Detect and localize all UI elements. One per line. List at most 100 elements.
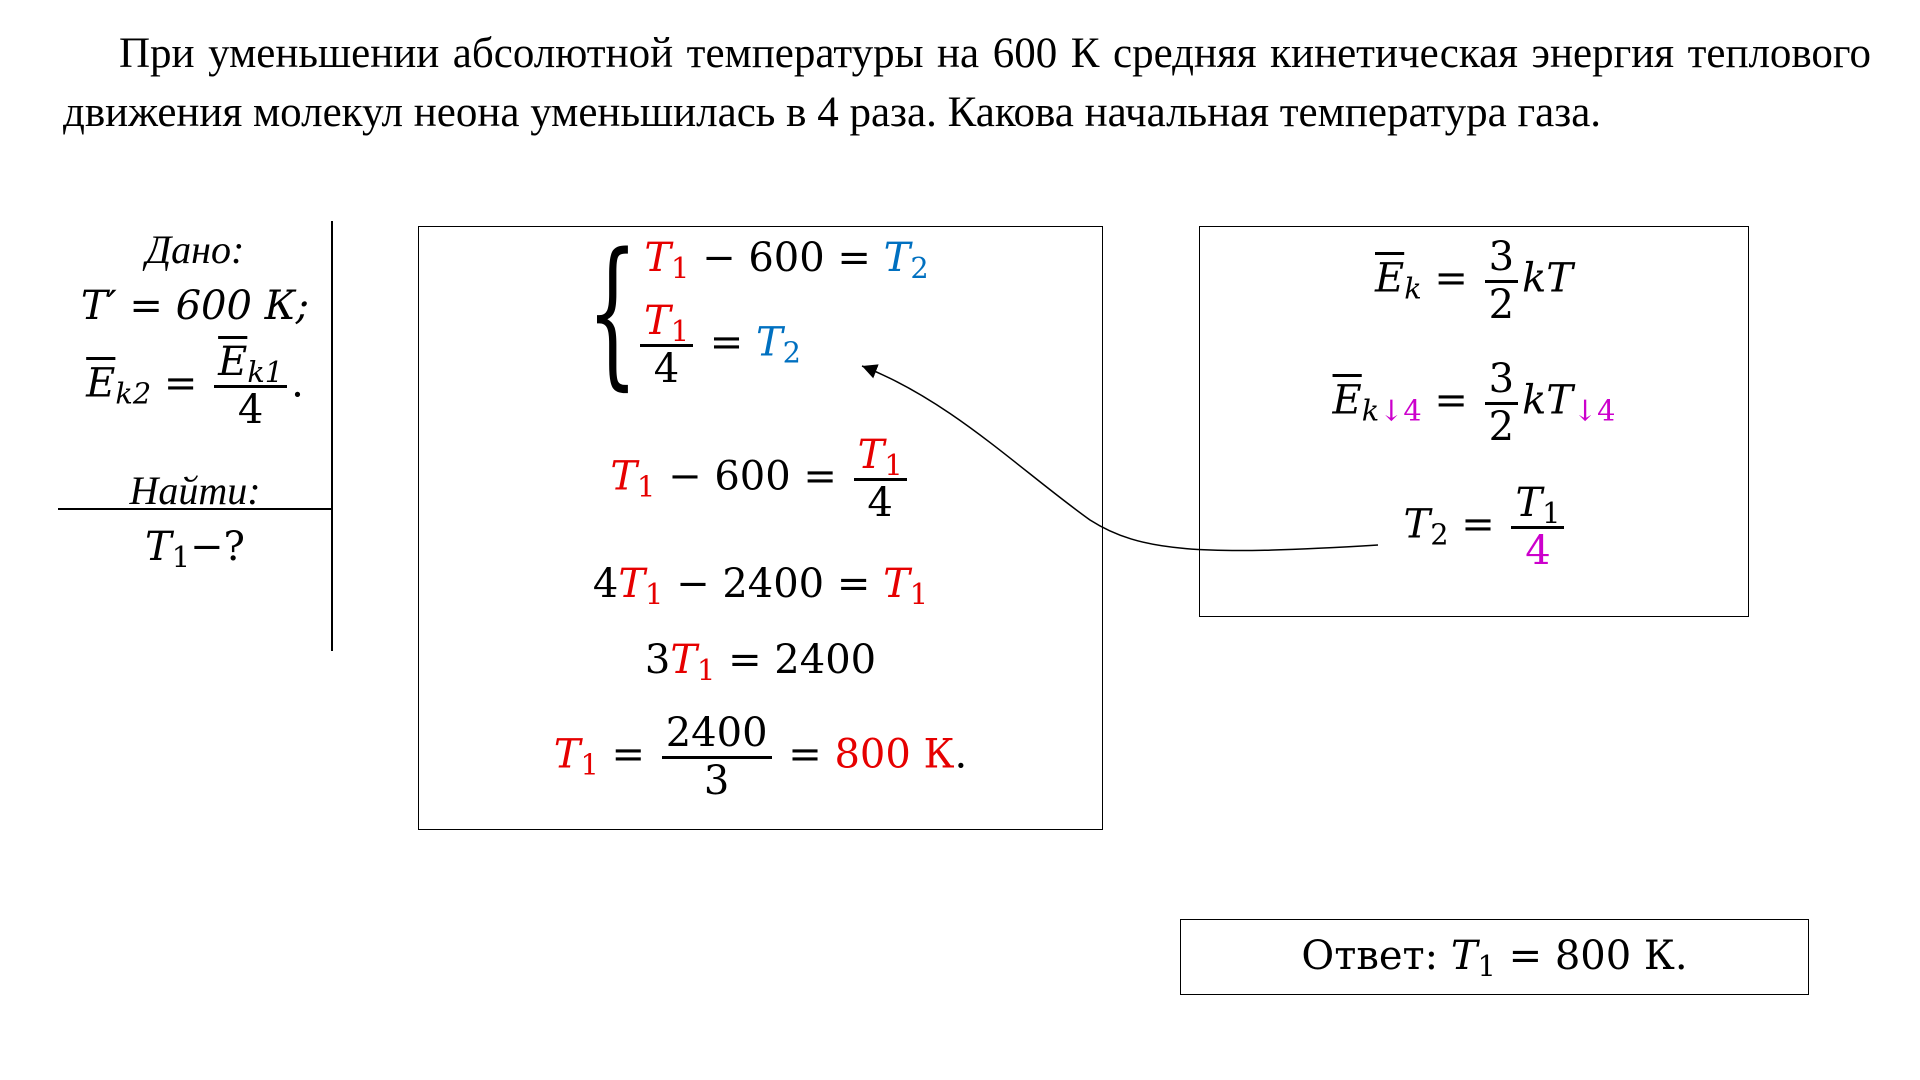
given-fraction-den: 4 bbox=[237, 386, 264, 433]
given-e-k1: E bbox=[218, 339, 248, 385]
find-suffix: −? bbox=[190, 523, 245, 570]
given-energy-relation: Ek2 = Ek1 4 . bbox=[58, 340, 332, 433]
find-t-sub: 1 bbox=[171, 539, 191, 574]
sys2-num: T1 bbox=[640, 298, 694, 349]
answer-t: T bbox=[1450, 933, 1478, 979]
l1-fraction: T1 4 bbox=[853, 432, 907, 526]
l4-num: 2400 bbox=[661, 711, 772, 759]
f2-sub: k bbox=[1361, 393, 1380, 428]
answer-value: = 800 К. bbox=[1495, 933, 1688, 979]
l4-result: 800 К bbox=[834, 731, 955, 778]
problem-statement: При уменьшении абсолютной температуры на… bbox=[63, 24, 1871, 142]
f3-num-sub: 1 bbox=[1542, 496, 1561, 531]
given-fraction-num: Ek1 bbox=[214, 339, 288, 390]
l1-t1-sub: 1 bbox=[637, 469, 656, 504]
given-vertical-divider bbox=[331, 221, 333, 651]
f3-num-t: T bbox=[1515, 480, 1543, 526]
l2-t1: T bbox=[618, 561, 646, 607]
f1-den: 2 bbox=[1488, 281, 1515, 328]
solution-line-2: 4T1 − 2400 = T1 bbox=[419, 561, 1102, 609]
given-e-k2-sub: k2 bbox=[115, 376, 152, 411]
system-brace: { bbox=[587, 219, 638, 405]
formula-2: Ek↓4 = 3 2 kT↓4 bbox=[1200, 357, 1748, 450]
given-horizontal-divider bbox=[58, 508, 332, 510]
f2-den: 2 bbox=[1488, 403, 1515, 450]
l3-t1: T bbox=[670, 637, 698, 683]
solution-line-3: 3T1 = 2400 bbox=[419, 637, 1102, 685]
sys1-t2: T bbox=[883, 235, 911, 281]
f3-t: T bbox=[1403, 501, 1431, 548]
l1-mid: − 600 = bbox=[655, 453, 850, 500]
l1-num-t1: T bbox=[857, 432, 885, 478]
sys2-fraction: T1 4 bbox=[640, 298, 694, 392]
l2-pre: 4 bbox=[592, 561, 619, 607]
answer-label: Ответ: bbox=[1301, 933, 1451, 979]
f2-rest: kT bbox=[1522, 377, 1573, 424]
l2-t1b-sub: 1 bbox=[909, 577, 929, 612]
l4-eq: = bbox=[598, 731, 658, 778]
sys2-t2: T bbox=[755, 319, 783, 366]
l2-t1-sub: 1 bbox=[645, 577, 664, 612]
find-t: T bbox=[145, 523, 172, 570]
f1-eq: = bbox=[1421, 255, 1481, 302]
given-t-prime: T′ = 600 К; bbox=[80, 283, 310, 329]
system-eq-2: T1 4 = T2 bbox=[377, 299, 1060, 392]
solution-box: { T1 − 600 = T2 T1 4 = T2 T1 − 600 = T1 … bbox=[418, 226, 1103, 830]
f1-sub: k bbox=[1404, 271, 1422, 306]
sys2-eq: = bbox=[697, 319, 756, 366]
sys2-t2-sub: 2 bbox=[782, 335, 801, 370]
f2-sub-mark: ↓4 bbox=[1379, 393, 1422, 428]
f1-num: 3 bbox=[1484, 235, 1519, 283]
sys2-t1-sub: 1 bbox=[670, 314, 690, 349]
given-fraction: Ek1 4 bbox=[214, 339, 288, 433]
f3-sub: 2 bbox=[1430, 517, 1449, 552]
f3-den: 4 bbox=[1525, 527, 1551, 574]
solution-line-4: T1 = 2400 3 = 800 К. bbox=[419, 711, 1102, 804]
l4-dot: . bbox=[954, 731, 968, 778]
l1-den: 4 bbox=[867, 479, 893, 526]
sys1-t1: T bbox=[644, 235, 672, 281]
f2-eq: = bbox=[1421, 377, 1481, 424]
formula-box: Ek = 3 2 kT Ek↓4 = 3 2 kT↓4 T2 = T1 4 bbox=[1199, 226, 1749, 617]
l4-t1: T bbox=[553, 731, 581, 778]
find-label: Найти: bbox=[129, 467, 261, 513]
f2-fraction: 3 2 bbox=[1484, 357, 1519, 450]
l4-fraction: 2400 3 bbox=[661, 711, 772, 804]
sys1-t2-sub: 2 bbox=[910, 251, 929, 286]
l1-num-t1-sub: 1 bbox=[884, 448, 903, 483]
given-equals: = bbox=[163, 360, 198, 407]
l2-mid: − 2400 = bbox=[663, 561, 884, 607]
sys1-mid: − 600 = bbox=[689, 235, 884, 281]
given-e-k1-sub: k1 bbox=[247, 355, 284, 390]
f3-fraction: T1 4 bbox=[1511, 480, 1565, 574]
l1-t1: T bbox=[610, 453, 638, 500]
given-dot: . bbox=[291, 360, 304, 407]
f2-num: 3 bbox=[1484, 357, 1519, 405]
solution-line-1: T1 − 600 = T1 4 bbox=[419, 433, 1102, 526]
f2-sub-group: k↓4 bbox=[1362, 393, 1422, 427]
f2-e: E bbox=[1332, 377, 1362, 424]
l4-eq2: = bbox=[775, 731, 835, 778]
l1-num: T1 bbox=[853, 432, 907, 483]
f1-e: E bbox=[1375, 255, 1405, 302]
f3-num: T1 bbox=[1511, 480, 1565, 531]
f1-fraction: 3 2 bbox=[1484, 235, 1519, 328]
sys2-t1: T bbox=[644, 298, 671, 344]
find-value: T1−? bbox=[58, 519, 332, 575]
answer-t-sub: 1 bbox=[1477, 949, 1496, 984]
l3-t1-sub: 1 bbox=[697, 653, 716, 688]
sys2-den: 4 bbox=[653, 345, 680, 392]
given-section: Дано: T′ = 600 К; Ek2 = Ek1 4 . Найти: T… bbox=[58, 222, 332, 575]
l4-t1-sub: 1 bbox=[580, 747, 599, 782]
l4-den: 3 bbox=[703, 757, 730, 804]
given-temperature-change: T′ = 600 К; bbox=[58, 278, 332, 334]
formula-1: Ek = 3 2 kT bbox=[1200, 235, 1748, 328]
problem-text: При уменьшении абсолютной температуры на… bbox=[63, 30, 1871, 136]
formula-3: T2 = T1 4 bbox=[1212, 481, 1760, 574]
f1-rest: kT bbox=[1522, 255, 1573, 302]
system-eq-1: T1 − 600 = T2 bbox=[445, 235, 1128, 283]
f3-eq: = bbox=[1448, 501, 1508, 548]
given-label: Дано: bbox=[145, 227, 245, 272]
f2-rest-mark: ↓4 bbox=[1572, 393, 1616, 428]
sys1-t1-sub: 1 bbox=[671, 251, 690, 286]
